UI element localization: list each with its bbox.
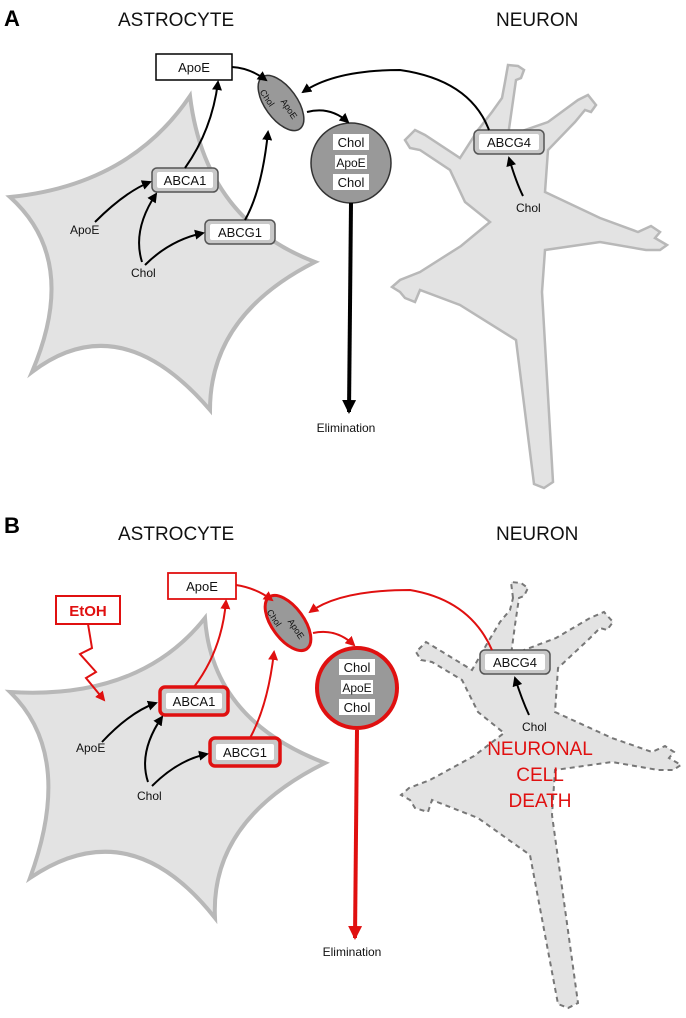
apoe-box-a bbox=[155, 53, 233, 81]
elimination-arrow-a bbox=[342, 202, 357, 414]
abcg1-label-a: ABCG1 bbox=[218, 225, 262, 240]
panel-b-letter: B bbox=[4, 513, 20, 538]
chol-apoe-particle-b: Chol ApoE bbox=[263, 593, 313, 653]
chol-neuron-label-a: Chol bbox=[516, 201, 541, 215]
death-line-1: NEURONAL bbox=[487, 739, 593, 760]
panel-a-letter: A bbox=[4, 6, 20, 31]
chol-input-label-b: Chol bbox=[137, 789, 162, 803]
elimination-label-b: Elimination bbox=[323, 945, 382, 959]
astrocyte-title-a: ASTROCYTE bbox=[118, 10, 234, 31]
panel-a: A ASTROCYTE NEURON ApoE ABCA1 ABCG1 ABCG… bbox=[4, 6, 670, 490]
circle-chol-1-b: Chol bbox=[344, 660, 371, 675]
red-arrows-b bbox=[193, 584, 493, 739]
death-line-3: DEATH bbox=[509, 791, 572, 812]
astrocyte-cell-b bbox=[4, 612, 330, 925]
neuron-cell-b bbox=[399, 580, 683, 1010]
chol-neuron-label-b: Chol bbox=[522, 720, 547, 734]
abcg1-label-b: ABCG1 bbox=[223, 745, 267, 760]
apoe-input-label-b: ApoE bbox=[76, 741, 105, 755]
circle-chol-1-a: Chol bbox=[338, 135, 365, 150]
neuron-cell-a bbox=[389, 63, 670, 490]
neuron-title-b: NEURON bbox=[496, 524, 578, 545]
arrows-a bbox=[94, 66, 524, 266]
circle-chol-2-b: Chol bbox=[344, 700, 371, 715]
etoh-lightning-arrow-b bbox=[78, 623, 106, 702]
neuronal-cell-death-label: NEURONAL CELL DEATH bbox=[487, 739, 593, 812]
lipoprotein-circle-b: Chol ApoE Chol bbox=[315, 646, 399, 730]
chol-input-label-a: Chol bbox=[131, 266, 156, 280]
circle-apoe-a: ApoE bbox=[336, 156, 365, 170]
astrocyte-title-b: ASTROCYTE bbox=[118, 524, 234, 545]
circle-apoe-b: ApoE bbox=[342, 681, 371, 695]
elimination-label-a: Elimination bbox=[317, 421, 376, 435]
etoh-label-b: EtOH bbox=[69, 603, 107, 620]
abcg4-label-b: ABCG4 bbox=[493, 655, 537, 670]
chol-apoe-particle-a: Chol ApoE bbox=[257, 74, 305, 132]
abca1-label-b: ABCA1 bbox=[173, 694, 216, 709]
apoe-box-b-label: ApoE bbox=[186, 579, 218, 594]
etoh-box-b bbox=[55, 595, 121, 625]
circle-chol-2-a: Chol bbox=[338, 175, 365, 190]
apoe-box-b bbox=[167, 572, 237, 600]
neuron-title-a: NEURON bbox=[496, 10, 578, 31]
abcg4-label-a: ABCG4 bbox=[487, 135, 531, 150]
elimination-arrow-b bbox=[348, 729, 363, 940]
apoe-input-label-a: ApoE bbox=[70, 223, 99, 237]
lipoprotein-circle-a: Chol ApoE Chol bbox=[310, 122, 392, 204]
panel-b: B ASTROCYTE NEURON EtOH ApoE ABCA1 ABCG1… bbox=[4, 513, 683, 1010]
apoe-box-a-label: ApoE bbox=[178, 60, 210, 75]
death-line-2: CELL bbox=[516, 765, 564, 786]
abca1-label-a: ABCA1 bbox=[164, 173, 207, 188]
astrocyte-cell-a bbox=[5, 90, 320, 416]
black-arrows-b bbox=[101, 676, 530, 787]
